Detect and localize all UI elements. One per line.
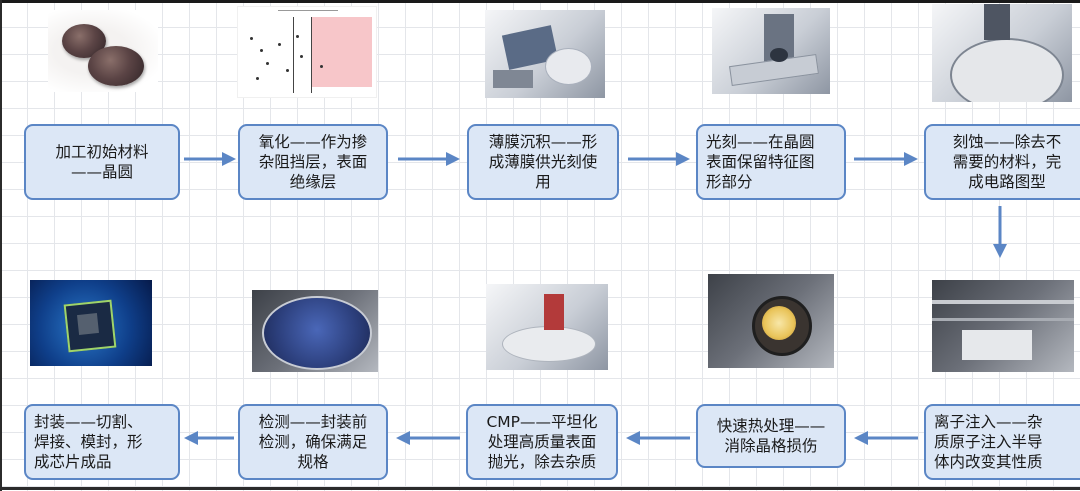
arrow-right-2 bbox=[398, 152, 460, 166]
step-label-deposition: 薄膜沉积——形 成薄膜供光刻使 用 bbox=[488, 133, 598, 191]
etching-equipment-photo bbox=[932, 4, 1072, 102]
inspection-wafer-photo bbox=[252, 290, 378, 372]
step-box-deposition: 薄膜沉积——形 成薄膜供光刻使 用 bbox=[467, 124, 619, 200]
ion-implant-photo bbox=[932, 280, 1074, 372]
step-box-rapid-thermal: 快速热处理—— 消除晶格损伤 bbox=[696, 404, 846, 468]
step-box-cmp: CMP——平坦化 处理高质量表面 抛光，除去杂质 bbox=[466, 404, 618, 480]
step-box-lithography: 光刻——在晶圆 表面保留特征图 形部分 bbox=[696, 124, 846, 200]
step-label-wafer: 加工初始材料 ——晶圆 bbox=[55, 143, 149, 181]
cmp-equipment-photo bbox=[486, 284, 608, 370]
step-label-cmp: CMP——平坦化 处理高质量表面 抛光，除去杂质 bbox=[486, 413, 598, 471]
oxidation-chart-photo bbox=[237, 6, 377, 98]
step-label-packaging: 封装——切割、 焊接、模封，形 成芯片成品 bbox=[34, 413, 143, 471]
deposition-equipment-photo bbox=[485, 10, 605, 98]
wafer-photo bbox=[48, 10, 158, 92]
step-label-etching: 刻蚀——除去不 需要的材料，完 成电路图型 bbox=[952, 133, 1062, 191]
arrow-right-1 bbox=[184, 152, 236, 166]
step-box-oxidation: 氧化——作为掺 杂阻挡层，表面 绝缘层 bbox=[238, 124, 388, 200]
frame-top-border bbox=[0, 0, 1080, 3]
arrow-left-2 bbox=[626, 431, 690, 445]
frame-left-border bbox=[0, 0, 2, 491]
step-label-ion-implant: 离子注入——杂 质原子注入半导 体内改变其性质 bbox=[934, 413, 1043, 471]
arrow-left-1 bbox=[854, 431, 918, 445]
step-label-lithography: 光刻——在晶圆 表面保留特征图 形部分 bbox=[706, 133, 815, 191]
frame-bottom-border bbox=[0, 487, 1080, 490]
step-box-wafer: 加工初始材料 ——晶圆 bbox=[24, 124, 180, 200]
step-box-packaging: 封装——切割、 焊接、模封，形 成芯片成品 bbox=[24, 404, 180, 480]
step-box-etching: 刻蚀——除去不 需要的材料，完 成电路图型 bbox=[924, 124, 1080, 200]
arrow-left-3 bbox=[396, 431, 460, 445]
step-box-inspection: 检测——封装前 检测，确保满足 规格 bbox=[238, 404, 388, 480]
lithography-equipment-photo bbox=[712, 8, 830, 94]
arrow-down bbox=[993, 206, 1007, 258]
rapid-thermal-photo bbox=[708, 274, 834, 368]
step-box-ion-implant: 离子注入——杂 质原子注入半导 体内改变其性质 bbox=[924, 404, 1080, 480]
step-label-rapid-thermal: 快速热处理—— 消除晶格损伤 bbox=[716, 417, 826, 455]
arrow-right-4 bbox=[854, 152, 918, 166]
arrow-right-3 bbox=[628, 152, 690, 166]
arrow-left-4 bbox=[184, 431, 234, 445]
step-label-inspection: 检测——封装前 检测，确保满足 规格 bbox=[258, 413, 368, 471]
packaged-chip-photo bbox=[30, 280, 152, 366]
step-label-oxidation: 氧化——作为掺 杂阻挡层，表面 绝缘层 bbox=[258, 133, 368, 191]
